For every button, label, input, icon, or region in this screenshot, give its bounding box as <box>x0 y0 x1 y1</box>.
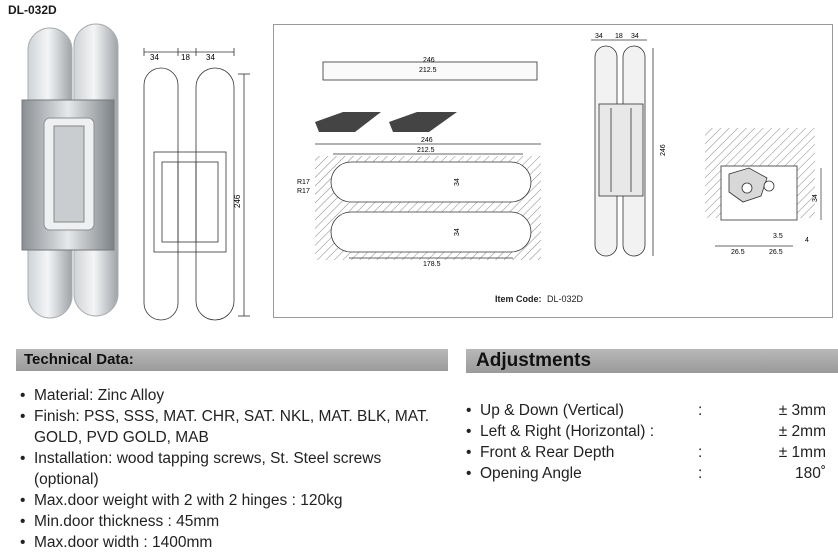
slot-radius-1: R17 <box>297 179 310 186</box>
slot-dim-inner: 212.5 <box>417 147 435 154</box>
front-dim-2: 18 <box>615 33 623 40</box>
front-dim-height: 246 <box>660 144 667 156</box>
adjustment-label: Left & Right (Horizontal) : <box>480 423 655 440</box>
list-item: Installation: wood tapping screws, St. S… <box>18 448 448 490</box>
item-code-value: DL-032D <box>547 294 584 304</box>
dim-top-3: 34 <box>206 53 215 62</box>
model-code: DL-032D <box>8 3 57 17</box>
plate-dim-overall: 246 <box>423 57 435 64</box>
list-item: Max.door weight with 2 with 2 hinges : 1… <box>18 490 448 511</box>
list-item: Opening Angle : 180˚ <box>464 463 836 484</box>
slot-width-upper: 34 <box>454 178 461 186</box>
section-dim-offset: 4 <box>805 237 809 244</box>
hinge-front-drawing: 34 18 34 246 <box>143 48 250 321</box>
dim-top-2: 18 <box>181 53 190 62</box>
section-dim-depth: 34 <box>812 194 819 202</box>
adjustment-label: Front & Rear Depth <box>480 444 615 461</box>
plate-dim-inner: 212.5 <box>419 67 437 74</box>
hinge-photo <box>21 23 119 319</box>
front-dim-1: 34 <box>595 33 603 40</box>
list-item: Front & Rear Depth : ± 1mm <box>464 442 836 463</box>
slot-dim-overall: 246 <box>421 137 433 144</box>
adjustment-separator: : <box>698 465 703 482</box>
section-dim-left: 26.5 <box>731 249 745 256</box>
dim-top-1: 34 <box>150 53 159 62</box>
list-item: Up & Down (Vertical) : ± 3mm <box>464 400 836 421</box>
dim-height: 246 <box>233 194 242 208</box>
technical-drawing-panel: 246 212.5 246 212.5 R17 R17 34 34 178.5 … <box>273 24 833 318</box>
technical-data-list: Material: Zinc Alloy Finish: PSS, SSS, M… <box>18 385 448 553</box>
adjustment-value: 180˚ <box>794 465 826 482</box>
list-item: Finish: PSS, SSS, MAT. CHR, SAT. NKL, MA… <box>18 406 448 448</box>
adjustment-separator: : <box>698 402 703 419</box>
adjustment-value: ± 3mm <box>778 402 826 419</box>
adjustment-label: Up & Down (Vertical) <box>480 402 624 419</box>
svg-text:Item Code: DL-032D: Item Code: DL-032D <box>495 294 584 304</box>
list-item: Left & Right (Horizontal) : ± 2mm <box>464 421 836 442</box>
front-dim-3: 34 <box>631 33 639 40</box>
adjustment-separator: : <box>698 444 703 461</box>
adjustments-heading: Adjustments <box>466 349 838 373</box>
item-code-label: Item Code: <box>495 294 542 304</box>
slot-width-lower: 34 <box>454 228 461 236</box>
slot-dim-bottom: 178.5 <box>423 261 441 268</box>
slot-radius-2: R17 <box>297 188 310 195</box>
list-item: Max.door width : 1400mm <box>18 532 448 553</box>
adjustments-list: Up & Down (Vertical) : ± 3mm Left & Righ… <box>464 400 836 484</box>
adjustment-value: ± 1mm <box>778 444 826 461</box>
list-item: Min.door thickness : 45mm <box>18 511 448 532</box>
section-dim-right: 26.5 <box>769 249 783 256</box>
section-dim-gap: 3.5 <box>773 233 783 240</box>
adjustment-label: Opening Angle <box>480 465 582 482</box>
adjustment-value: ± 2mm <box>778 423 826 440</box>
technical-data-heading: Technical Data: <box>16 349 448 371</box>
list-item: Material: Zinc Alloy <box>18 385 448 406</box>
adjustment-separator <box>698 421 758 442</box>
